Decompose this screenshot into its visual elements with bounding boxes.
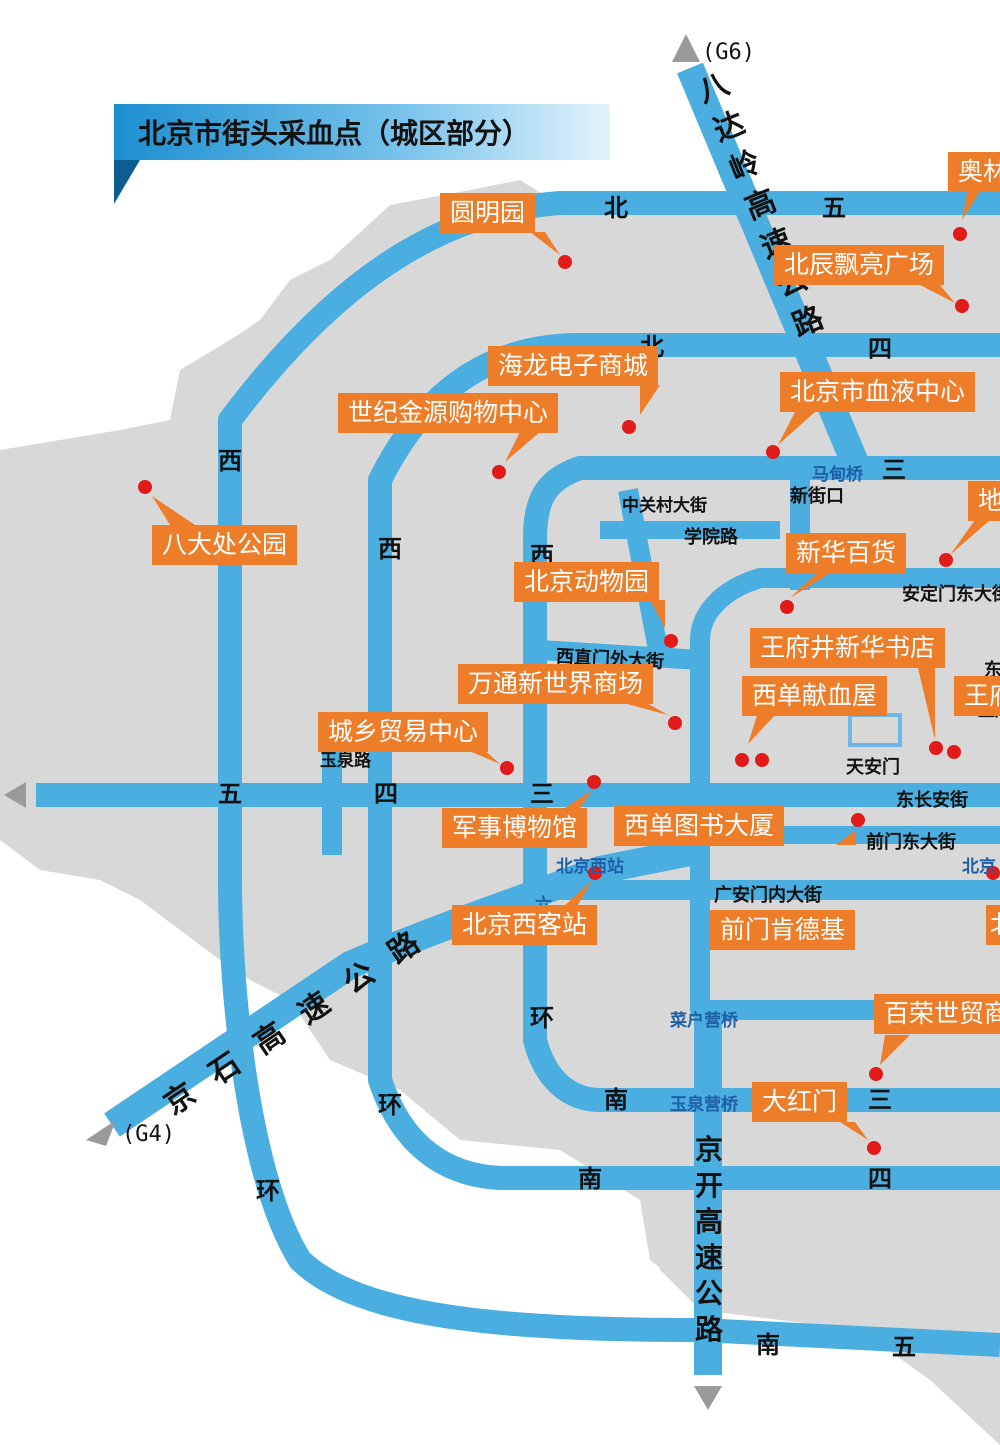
south-arrow	[694, 1386, 722, 1410]
qianmen-street-label: 前门东大街	[866, 832, 956, 853]
site-label-yuanmingyuan: 圆明园	[440, 193, 536, 233]
west4-label-c: 环	[378, 1091, 402, 1119]
dongsi-label: 东	[984, 660, 1000, 681]
xizhimen-street	[539, 640, 701, 670]
caihuying-bridge-label: 菜户营桥	[670, 1011, 738, 1031]
south4-label: 南	[578, 1165, 602, 1193]
beijing-south-label: 北京	[962, 857, 996, 877]
madian-bridge-label: 马甸桥	[812, 465, 863, 485]
west5-label-b: 五	[218, 780, 242, 808]
g4-arrow	[86, 1120, 116, 1146]
west4-label: 西	[378, 535, 402, 563]
site-label-aolin: 奥林	[948, 152, 1000, 192]
xinjiekou-label: 新街口	[790, 486, 844, 508]
g4-ref: (G4)	[122, 1122, 175, 1147]
site-label-wantong: 万通新世界商场	[458, 664, 654, 704]
label-pointers	[152, 188, 990, 1140]
site-label-xidan-donation: 西单献血屋	[742, 676, 888, 716]
site-label-shiji-jinyuan: 世纪金源购物中心	[338, 393, 559, 433]
g6-arrow	[672, 34, 700, 62]
site-label-di: 地	[968, 481, 1000, 521]
dongchangan-label: 东长安街	[896, 790, 968, 811]
site-label-dahongmen: 大红门	[752, 1082, 848, 1122]
south5-label: 南	[756, 1331, 780, 1359]
collection-markers	[138, 227, 1000, 1155]
site-label-bei-cut: 北	[986, 905, 1000, 945]
site-label-xidan-books: 西单图书大厦	[614, 806, 785, 846]
site-label-bairong: 百荣世贸商	[874, 994, 1000, 1034]
north5-label-b: 五	[822, 194, 846, 222]
jingkai-label: 京开高速公路	[694, 1133, 723, 1346]
site-label-xinhua-baihuo: 新华百货	[786, 533, 907, 573]
site-label-blood-center: 北京市血液中心	[780, 372, 976, 412]
site-label-wangfujing-bookstore: 王府井新华书店	[750, 628, 946, 668]
north4-label-b: 四	[868, 335, 892, 363]
tiananmen-label: 天安门	[846, 757, 900, 778]
guanganmen-label: 广安门内大街	[714, 885, 822, 906]
south3-label-b: 三	[868, 1086, 892, 1114]
west-arrow	[4, 782, 26, 808]
g6-ref: (G6)	[702, 40, 755, 65]
site-label-zoo: 北京动物园	[514, 562, 660, 602]
site-label-military-museum: 军事博物馆	[442, 808, 588, 848]
map-title: 北京市街头采血点（城区部分）	[138, 117, 531, 150]
east3-label: 三	[882, 456, 906, 484]
west3-label-b: 三	[530, 780, 554, 808]
title-banner-fold	[114, 160, 140, 204]
site-label-chengxiang: 城乡贸易中心	[318, 712, 489, 752]
west5-label-c: 环	[256, 1177, 280, 1205]
title-banner	[114, 104, 610, 160]
third-ring-road	[523, 456, 1000, 1112]
site-label-wangfu: 王府	[954, 676, 1000, 716]
fifth-ring-road	[218, 191, 1000, 1357]
xueyuan-road-label: 学院路	[684, 527, 738, 548]
yuquan-road-label: 玉泉路	[320, 751, 371, 771]
west5-label: 西	[218, 447, 242, 475]
north5-label-a: 北	[604, 194, 628, 222]
beijing-west-station-label: 北京西站	[556, 857, 624, 877]
site-label-badachu: 八大处公园	[152, 525, 298, 565]
ring3-bottom-label: 环	[530, 1004, 554, 1032]
second-ring-road	[690, 568, 1000, 1020]
south4-label-b: 四	[868, 1165, 892, 1193]
site-label-qianmen-kfc: 前门肯德基	[710, 910, 856, 950]
site-label-beichen: 北辰飘亮广场	[774, 245, 945, 285]
south5-label-b: 五	[892, 1333, 916, 1361]
yuquanying-bridge-label: 玉泉营桥	[670, 1095, 738, 1115]
site-label-hailong: 海龙电子商城	[488, 346, 659, 386]
site-label-west-station: 北京西客站	[452, 905, 598, 945]
south3-label: 南	[604, 1086, 628, 1114]
west4-label-b: 四	[374, 780, 398, 808]
zhongguancun-label: 中关村大街	[622, 496, 707, 517]
andingmen-label: 安定门东大街	[902, 584, 1000, 605]
